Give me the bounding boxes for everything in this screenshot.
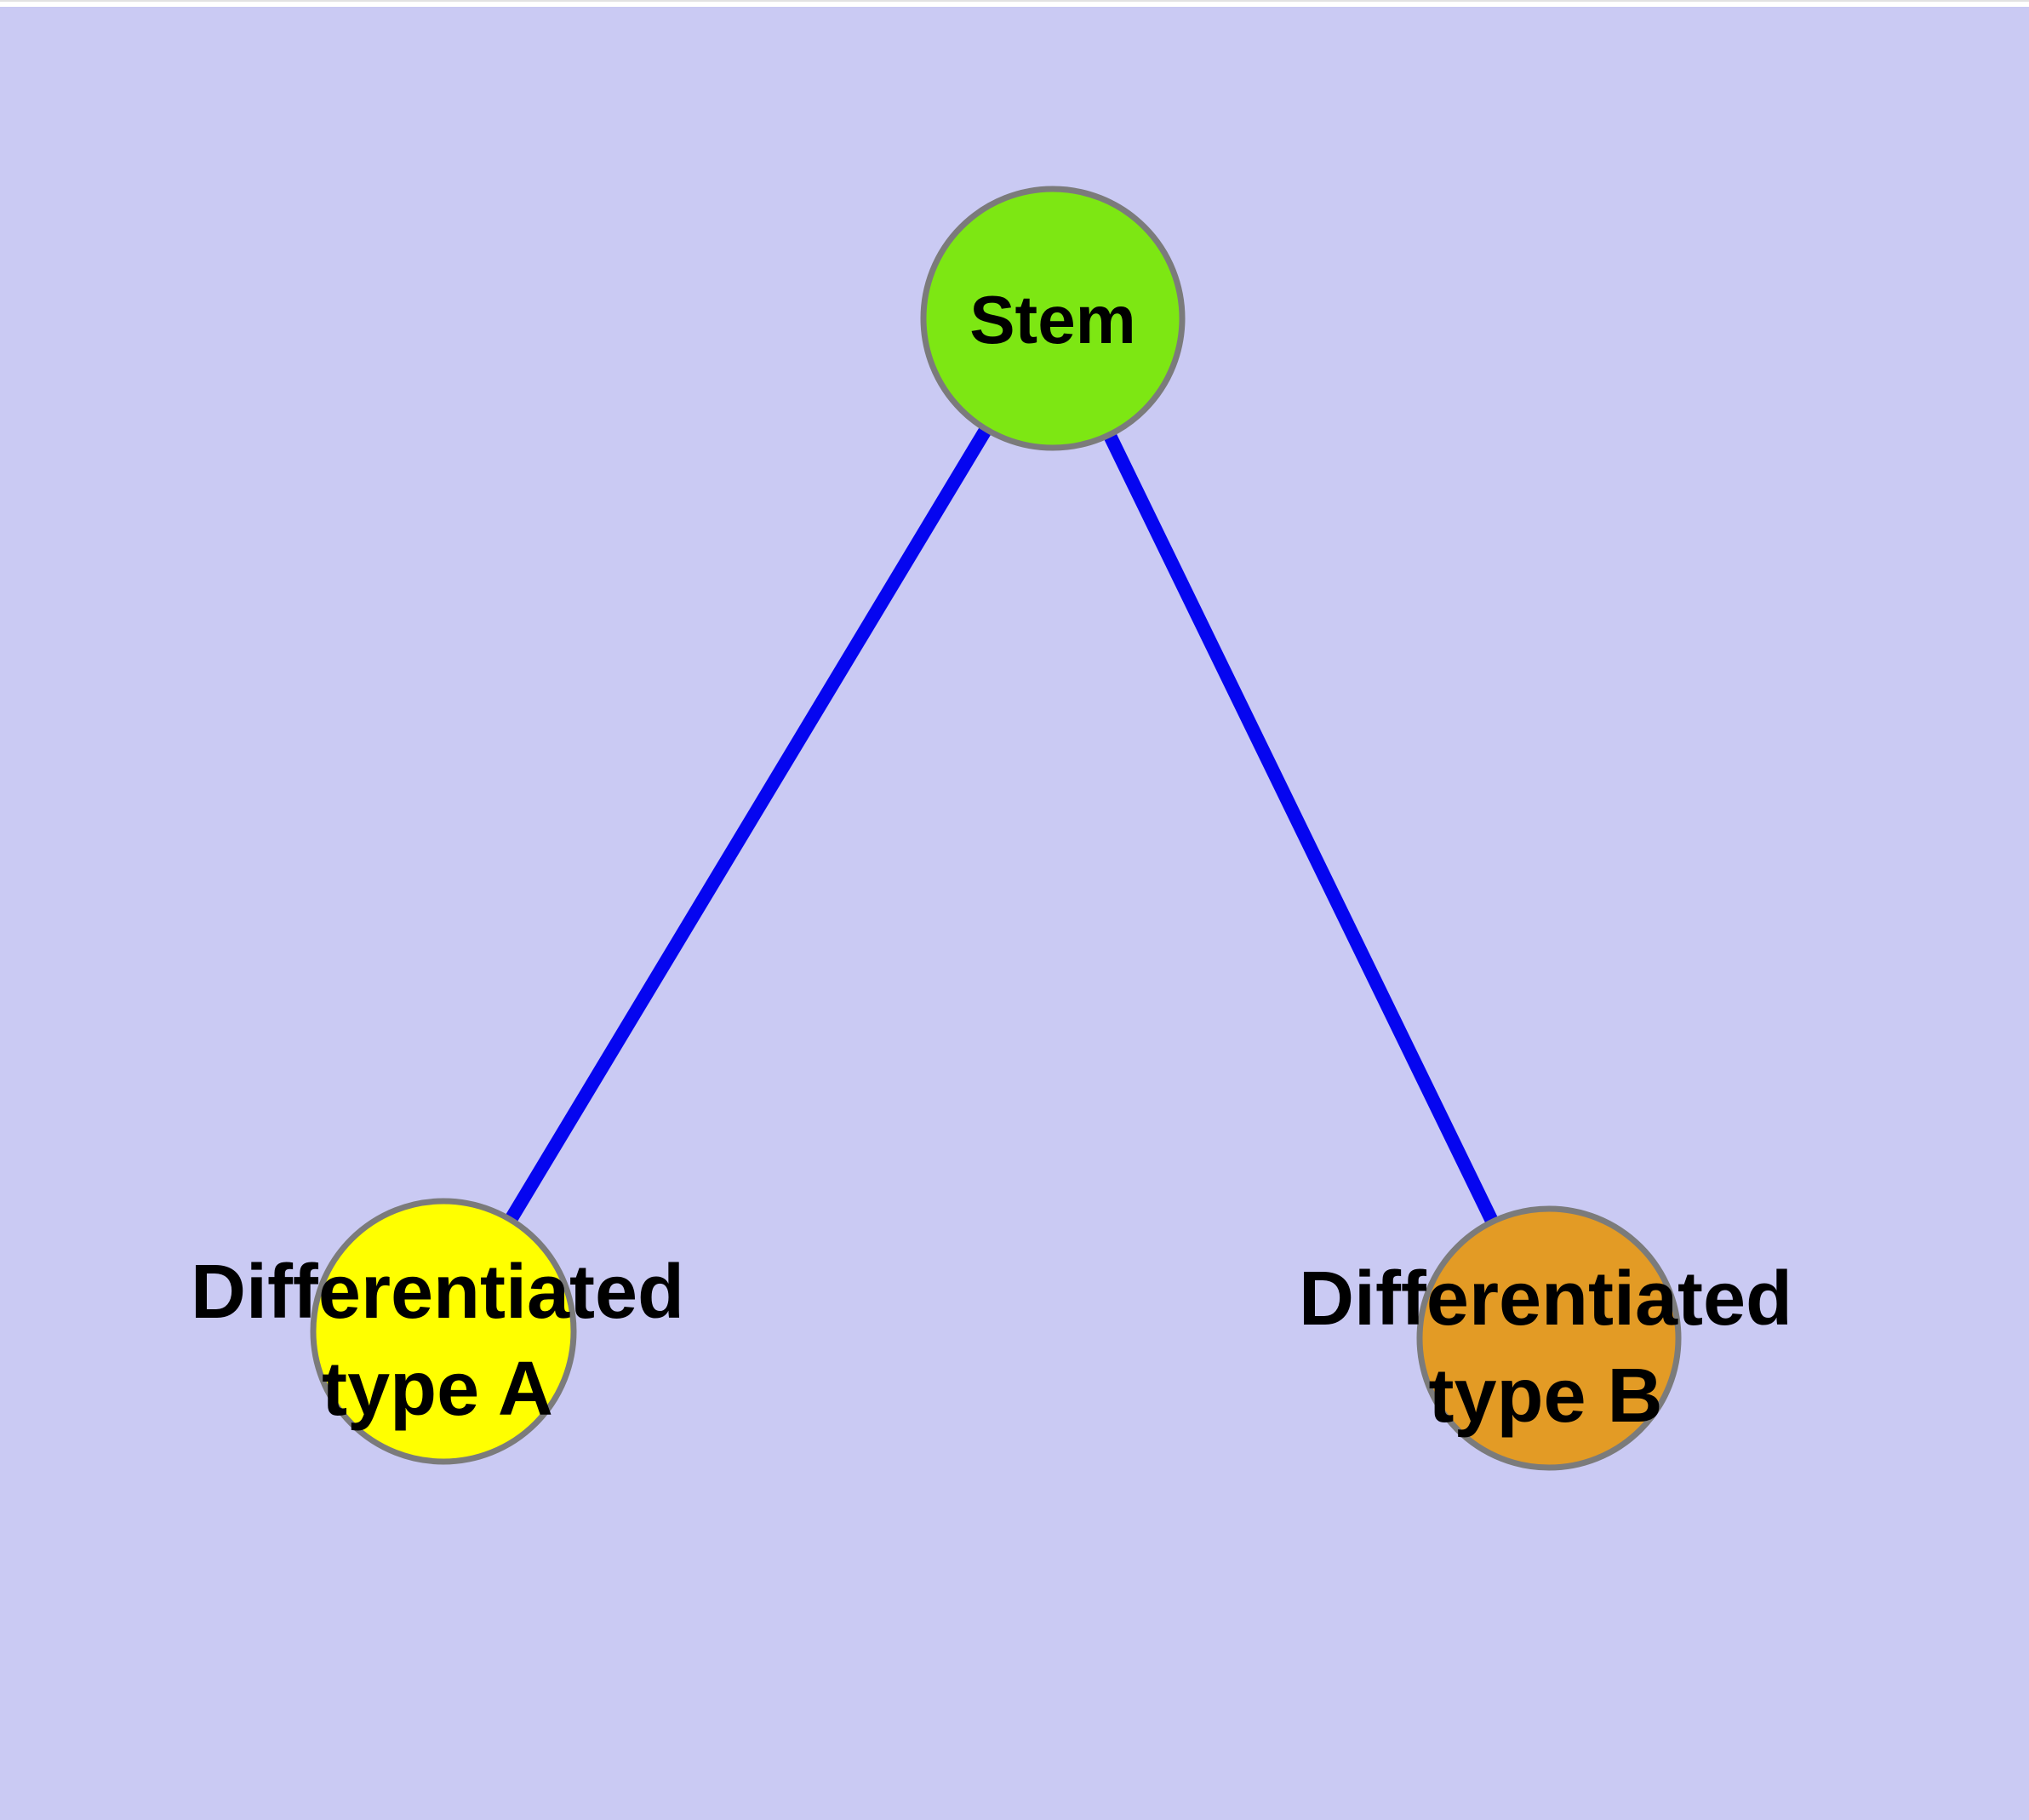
node-differentiated-type-a: Differentiated type A xyxy=(191,1198,684,1465)
top-edge-strip xyxy=(0,0,2029,7)
node-stem: Stem xyxy=(920,186,1186,451)
node-differentiated-type-b: Differentiated type B xyxy=(1299,1205,1792,1471)
node-stem-label: Stem xyxy=(969,282,1136,358)
node-differentiated-type-b-label-line2: type B xyxy=(1428,1354,1662,1439)
edge-stem-to-type-b xyxy=(1046,315,1556,1342)
node-differentiated-type-b-circle xyxy=(1416,1205,1682,1471)
node-differentiated-type-b-label-line1: Differentiated xyxy=(1299,1256,1792,1342)
node-stem-circle xyxy=(920,186,1186,451)
top-edge-strip-border xyxy=(0,0,2029,2)
node-differentiated-type-a-circle xyxy=(310,1198,577,1465)
node-differentiated-type-a-label-line1: Differentiated xyxy=(191,1250,684,1335)
edge-stem-to-type-a xyxy=(437,314,1059,1336)
node-differentiated-type-a-label-line2: type A xyxy=(322,1347,553,1432)
